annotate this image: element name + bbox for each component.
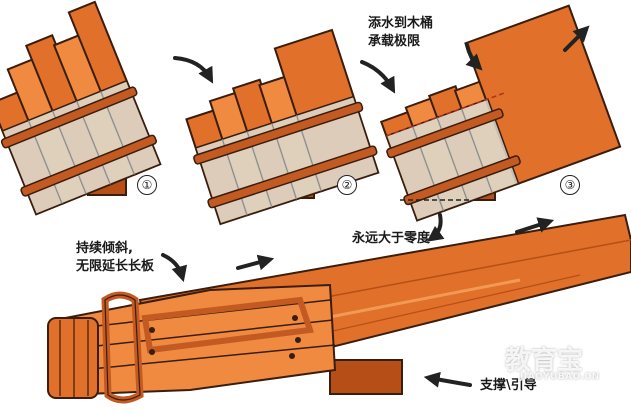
arrow-1-to-2 [173, 56, 214, 84]
label-keep-tilting: 持续倾斜, [76, 241, 133, 256]
arrow-above-zero [426, 213, 445, 242]
arrow-keep-tilting [161, 253, 188, 283]
label-support-guide: 支撑\引导 [480, 378, 537, 393]
big-barrel [47, 213, 631, 404]
arrow-plank-extend [515, 217, 555, 234]
step-3-number: ③ [560, 175, 580, 195]
label-add-water: 添水到木桶 [368, 16, 434, 31]
label-extend-plank: 无限延长长板 [76, 259, 155, 274]
arrows [161, 25, 590, 388]
watermark-url: JIAOYUBAO.CN [520, 372, 600, 382]
barrel-3 [379, 4, 622, 222]
watermark-brand: 教育宝 [505, 346, 584, 376]
step-1-number: ① [137, 175, 157, 195]
arrow-support [423, 371, 472, 388]
label-capacity-limit: 承载极限 [368, 34, 421, 49]
arrow-tilt-direction [236, 254, 275, 271]
arrow-add-water [465, 43, 483, 71]
arrow-up-right [563, 25, 590, 52]
arrow-2-to-3 [360, 60, 396, 94]
barrel-1 [0, 0, 162, 216]
support-block-big [329, 359, 403, 395]
step-2-number: ② [337, 175, 357, 195]
barrel-2 [185, 28, 380, 226]
label-always-above-zero: 永远大于零度 [352, 231, 431, 246]
